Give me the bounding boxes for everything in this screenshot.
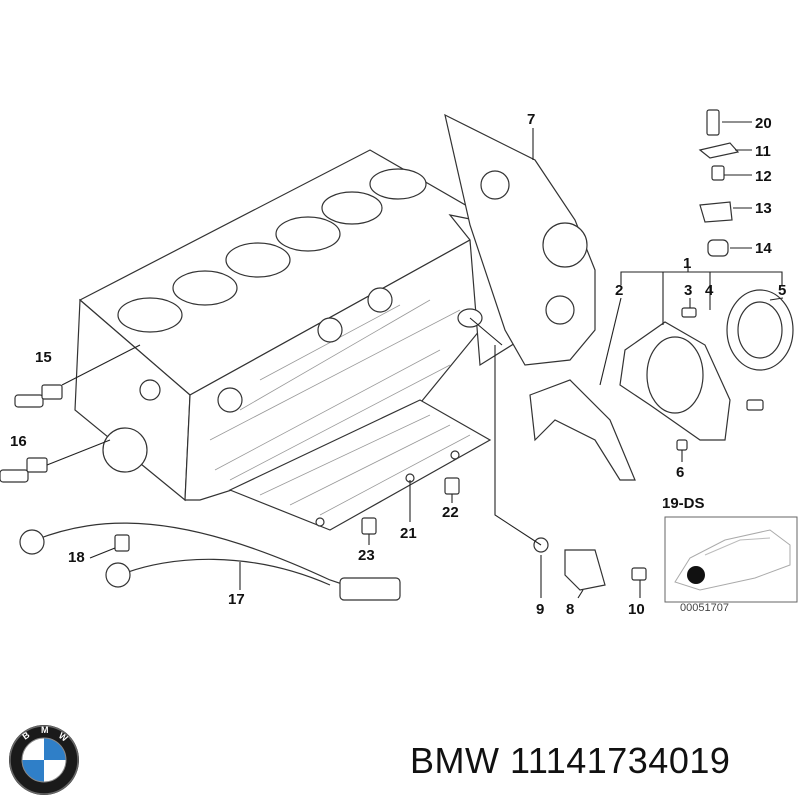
callout-20: 20 — [755, 115, 772, 132]
rear-gasket-drawing — [444, 113, 596, 366]
callout-18: 18 — [68, 549, 85, 566]
callout-9: 9 — [536, 601, 544, 618]
bmw-roundel-icon: B M W — [9, 725, 79, 795]
small-parts-drawing — [698, 109, 740, 257]
callout-3: 3 — [684, 282, 692, 299]
inset-code: 00051707 — [680, 602, 729, 614]
sensors-and-cable-drawing — [0, 384, 647, 601]
brand-part-number: BMW 11141734019 — [410, 740, 730, 782]
callout-5: 5 — [778, 282, 786, 299]
seal-housing-drawing — [529, 289, 794, 481]
callout-10: 10 — [628, 601, 645, 618]
callout-19-ds: 19-DS — [662, 495, 705, 512]
svg-text:B: B — [20, 729, 31, 741]
engine-block-parts-diagram: 7 20 11 12 13 14 1 2 3 4 5 6 19-DS 15 16… — [0, 109, 798, 618]
callout-7: 7 — [527, 111, 535, 128]
callout-23: 23 — [358, 547, 375, 564]
callout-22: 22 — [442, 504, 459, 521]
callout-16: 16 — [10, 433, 27, 450]
brand-name: BMW — [410, 740, 500, 781]
brand-footer: B M W — [0, 700, 800, 800]
callout-2: 2 — [615, 282, 623, 299]
callout-12: 12 — [755, 168, 772, 185]
leader-lines — [46, 121, 784, 599]
callout-11: 11 — [755, 143, 771, 160]
part-number: 11141734019 — [510, 740, 731, 781]
callout-21: 21 — [400, 525, 417, 542]
callout-17: 17 — [228, 591, 245, 608]
callout-13: 13 — [755, 200, 772, 217]
callout-14: 14 — [755, 240, 772, 257]
callout-1: 1 — [683, 255, 691, 272]
callout-4: 4 — [705, 282, 714, 299]
oil-pan-baffle — [228, 399, 492, 531]
callout-6: 6 — [676, 464, 684, 481]
car-location-inset — [664, 516, 798, 603]
engine-block-drawing — [74, 149, 521, 502]
engine-location-dot-icon — [687, 566, 705, 584]
callout-8: 8 — [566, 601, 574, 618]
callout-15: 15 — [35, 349, 52, 366]
svg-text:M: M — [41, 725, 49, 735]
